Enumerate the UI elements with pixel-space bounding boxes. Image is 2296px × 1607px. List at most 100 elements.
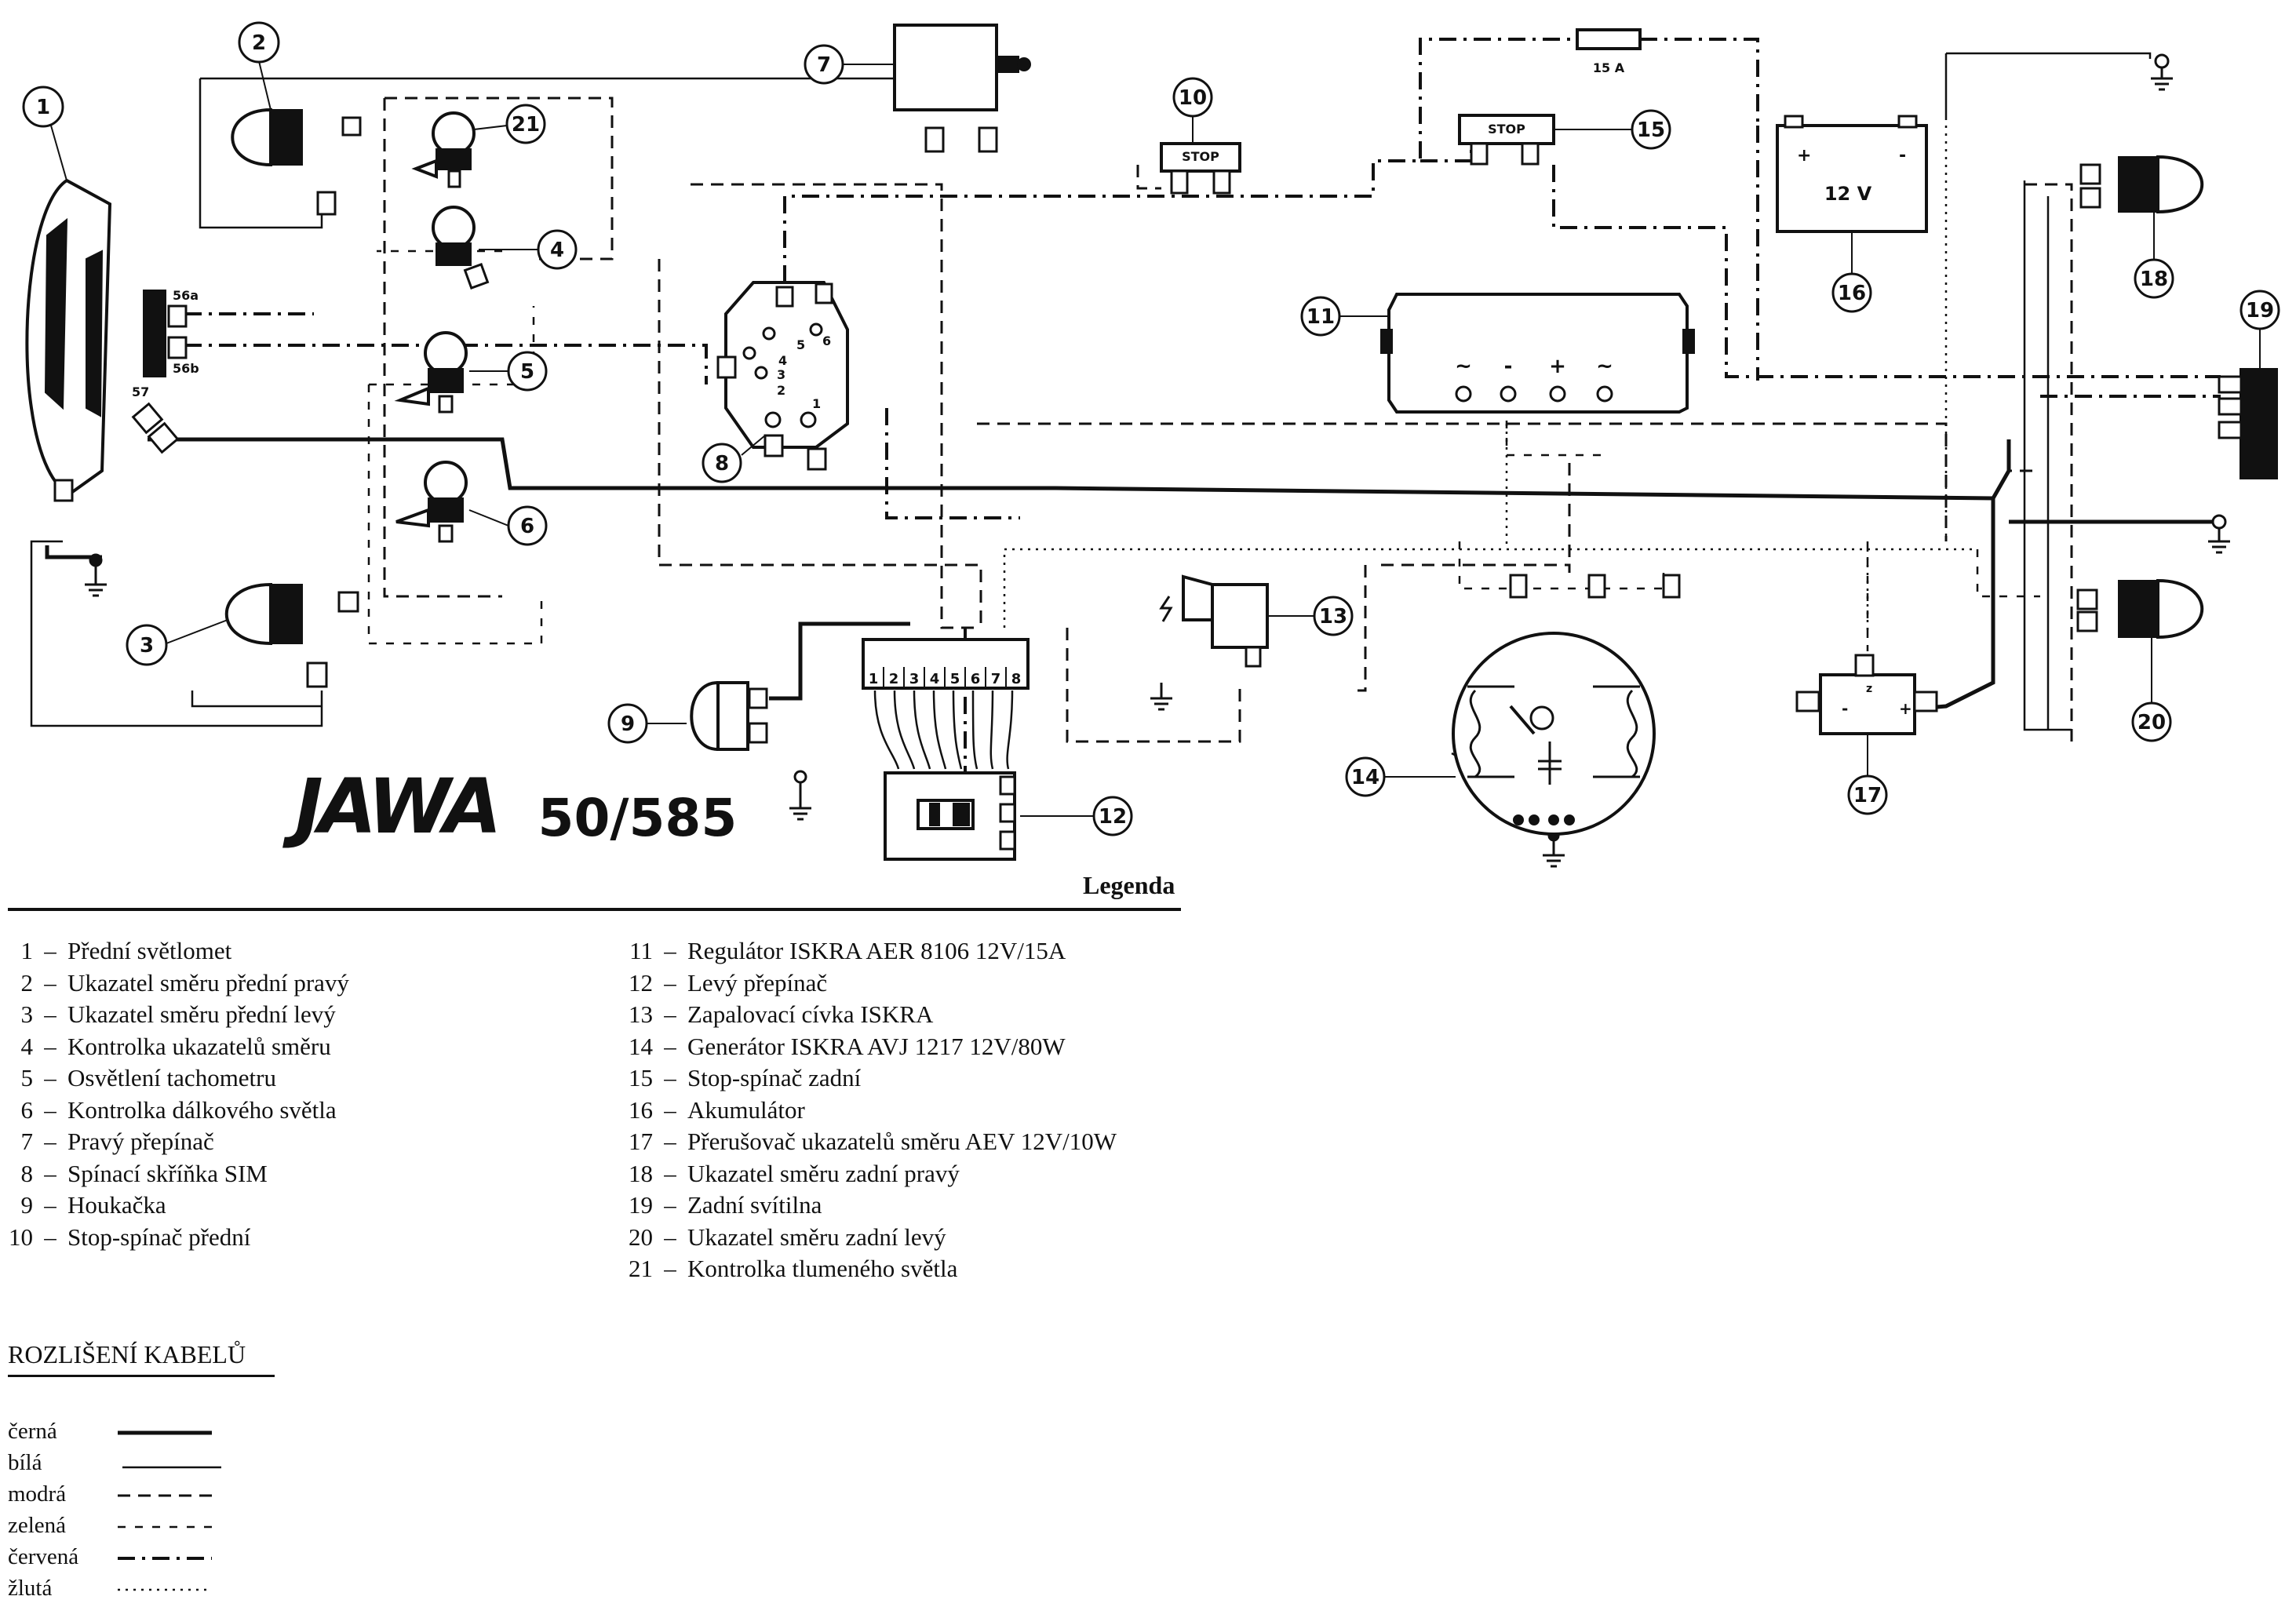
svg-text:1: 1 (36, 96, 50, 119)
left-switch-connector: 1 2 3 4 5 6 7 8 (862, 638, 1030, 690)
callout-13: 13 (1267, 596, 1354, 636)
cable-sample-green (118, 1525, 212, 1529)
cable-key-blue: modrá (8, 1481, 243, 1513)
battery-voltage-label: 12 V (1824, 183, 1872, 205)
callout-8: 8 (702, 435, 766, 483)
legend-item: 19–Zadní svítilna (629, 1191, 822, 1219)
callout-16: 16 (1831, 231, 1872, 313)
svg-text:11: 11 (1307, 305, 1335, 329)
callout-9: 9 (607, 703, 687, 744)
svg-text:14: 14 (1351, 766, 1379, 789)
horn (690, 680, 768, 752)
legend-item: 20–Ukazatel směru zadní levý (629, 1223, 946, 1251)
wire-red-6 (1552, 165, 2221, 378)
legend-item: 14–Generátor ISKRA AVJ 1217 12V/80W (629, 1032, 1066, 1060)
ground-icon (1543, 829, 1565, 868)
flasher-unit: - + z (1795, 654, 1938, 735)
wire-yellow-1 (1003, 548, 1977, 628)
brand-logo: JAWA (295, 763, 502, 851)
generator (1452, 574, 1681, 836)
wire-white-8 (2023, 180, 2072, 731)
flasher-plus-label: + (1899, 699, 1912, 718)
flasher-z-label: z (1866, 683, 1872, 695)
wire-blue-12 (977, 422, 1948, 541)
wire-black-ground-front (45, 545, 102, 559)
legend-item: 12–Levý přepínač (629, 968, 828, 997)
connector-term-2: 2 (889, 671, 899, 687)
legend-item: 10–Stop-spínač přední (9, 1223, 251, 1251)
callout-21: 21 (473, 104, 546, 144)
connector-term-3: 3 (909, 671, 920, 687)
callout-1: 1 (22, 86, 67, 181)
legend-item: 5–Osvětlení tachometru (20, 1064, 277, 1091)
connector-term-6: 6 (971, 671, 981, 687)
legend-item: 17–Přerušovač ukazatelů směru AEV 12V/10… (629, 1128, 1117, 1155)
regulator-term-4: ~ (1596, 355, 1613, 378)
callout-2: 2 (238, 21, 280, 111)
wire-bundle-left-switch (873, 690, 1014, 770)
callout-5: 5 (469, 351, 548, 392)
fuse: 15 A (1576, 28, 1642, 75)
svg-text:12: 12 (1099, 805, 1127, 829)
ign-switch-term-1: 1 (812, 396, 821, 411)
left-switch (884, 771, 1016, 861)
regulator-term-1: ~ (1455, 355, 1472, 378)
brand-mark: JAWA 50/585 (295, 769, 737, 844)
callout-15: 15 (1554, 109, 1671, 150)
battery-minus-label: - (1899, 146, 1906, 166)
wire-white-4 (191, 691, 322, 708)
connector-term-5: 5 (950, 671, 960, 687)
wiring-diagram: 56a 56b 57 (22, 21, 2280, 868)
legend-item: 8–Spínací skříňka SIM (20, 1159, 268, 1187)
legend-list-left: 1–Přední světlomet 2–Ukazatel směru před… (0, 935, 349, 1253)
svg-text:9: 9 (621, 712, 635, 736)
wire-red-3 (783, 38, 1577, 282)
headlamp-terminal-57-label: 57 (132, 384, 149, 399)
ign-switch-term-2: 2 (777, 383, 785, 398)
legend-item: 1–Přední světlomet (20, 937, 232, 964)
wire-white-2 (200, 63, 896, 80)
stop-switch-front: STOP (1160, 142, 1241, 195)
svg-text:19: 19 (2246, 299, 2274, 322)
wire-red-8 (885, 408, 1020, 519)
legend-item: 6–Kontrolka dálkového světla (20, 1095, 337, 1124)
indicator-front-left (225, 582, 359, 688)
ign-switch-term-4: 4 (778, 353, 787, 368)
wire-green-7 (1976, 549, 2040, 598)
legend-item: 2–Ukazatel směru přední pravý (20, 968, 349, 997)
stop-front-label: STOP (1182, 149, 1219, 164)
ground-icon (85, 553, 107, 597)
ignition-switch-box: 1 2 3 4 5 6 (716, 281, 849, 471)
regulator-term-2: - (1504, 355, 1513, 378)
legend-item: 11–Regulátor ISKRA AER 8106 12V/15A (629, 937, 1066, 964)
svg-text:17: 17 (1853, 784, 1882, 807)
ground-icon (1150, 683, 1172, 711)
cable-key-black: černá (8, 1419, 243, 1450)
ignition-coil (1159, 574, 1269, 668)
wire-green-2 (367, 384, 543, 645)
svg-text:16: 16 (1838, 282, 1866, 305)
connector-term-1: 1 (869, 671, 879, 687)
svg-text:20: 20 (2137, 711, 2166, 734)
callouts: 1 2 3 4 5 6 7 8 9 10 11 12 13 14 15 16 1… (22, 21, 2280, 836)
cable-key-white: bílá (8, 1450, 243, 1481)
ground-icon (2208, 514, 2230, 554)
legend-item: 4–Kontrolka ukazatelů směru (20, 1032, 331, 1060)
ground-symbols (85, 53, 2230, 868)
ground-icon (2151, 53, 2173, 91)
svg-text:6: 6 (520, 515, 534, 538)
wire-blue-5 (1066, 628, 1241, 743)
regulator-term-3: + (1549, 355, 1566, 378)
ign-switch-term-3: 3 (777, 367, 785, 382)
right-switch (893, 24, 1031, 153)
callout-4: 4 (479, 229, 578, 270)
callout-19: 19 (2240, 290, 2280, 369)
cable-sample-red (118, 1557, 212, 1560)
ign-switch-term-6: 6 (822, 333, 831, 348)
callout-7: 7 (804, 44, 895, 85)
wire-blue-13 (1136, 165, 1161, 190)
cable-key-green: zelená (8, 1513, 243, 1544)
rear-lamp (2218, 368, 2278, 479)
svg-text:4: 4 (550, 239, 564, 262)
stop-switch-rear: STOP (1458, 114, 1555, 166)
